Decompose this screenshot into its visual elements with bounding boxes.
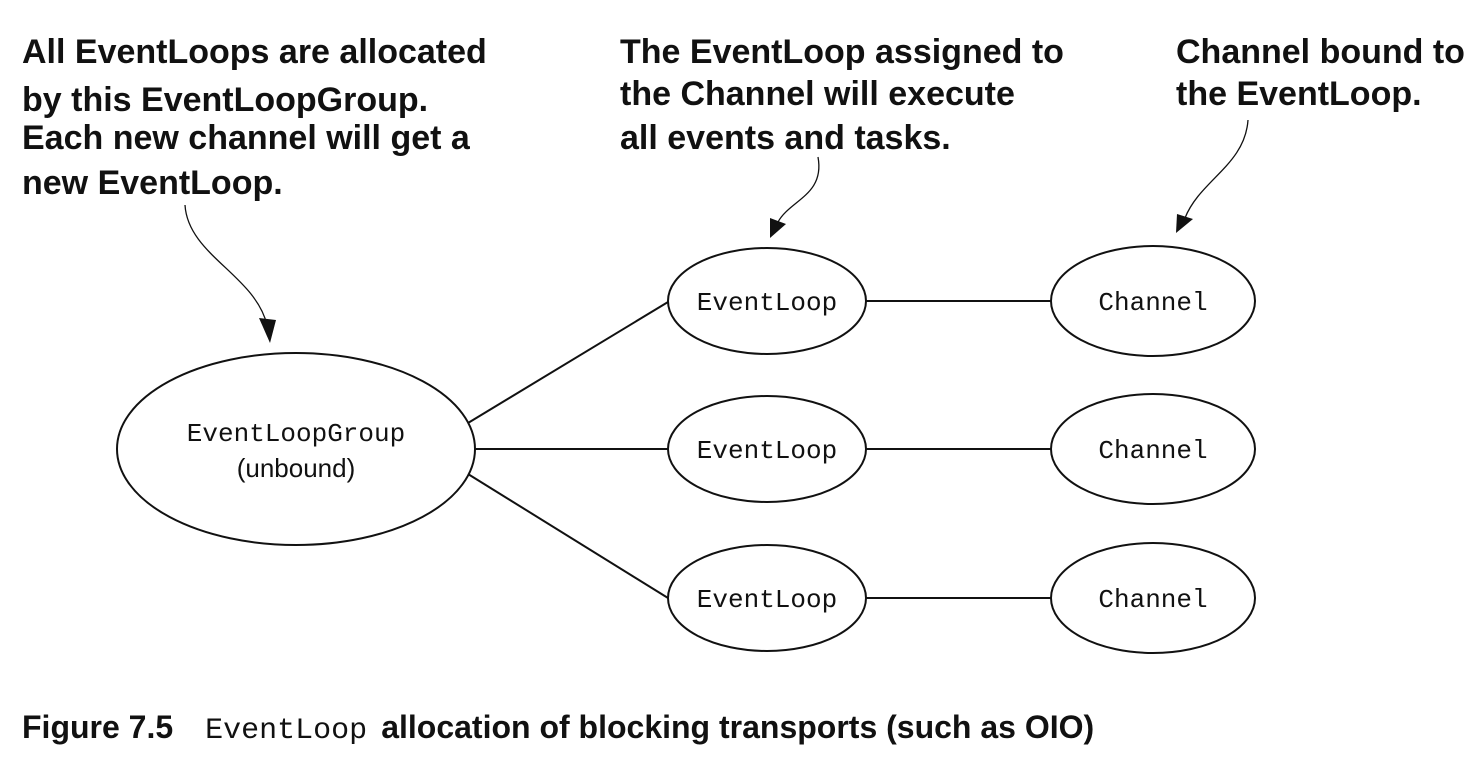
channel-node-3: Channel bbox=[1050, 542, 1256, 654]
annotation-eventloop-line-2: the Channel will execute bbox=[620, 75, 1015, 113]
eventloop-ellipse-3 bbox=[667, 544, 867, 652]
channel-label-3: Channel bbox=[1098, 585, 1207, 615]
annotation-eventloop-line-1: The EventLoop assigned to bbox=[620, 33, 1064, 71]
callout-eventloop-arrowhead bbox=[770, 218, 786, 238]
callout-group-line bbox=[184, 204, 268, 326]
eventloop-ellipse-2 bbox=[667, 395, 867, 503]
annotation-channel-line-2: the EventLoop. bbox=[1176, 75, 1422, 113]
edge-group-eventloop-3 bbox=[467, 473, 669, 599]
eventloop-node-1: EventLoop bbox=[667, 247, 867, 355]
annotation-group-line-3: Each new channel will get a bbox=[22, 119, 471, 157]
eventloop-node-3: EventLoop bbox=[667, 544, 867, 652]
annotation-eventloop-line-3: all events and tasks. bbox=[620, 119, 951, 157]
annotation-group-line-1: All EventLoops are allocated bbox=[22, 33, 487, 71]
eventloopgroup-label: EventLoopGroup bbox=[187, 419, 405, 449]
figure-caption: Figure 7.5 EventLoop allocation of blockin… bbox=[22, 709, 1094, 748]
annotation-channel-line-1: Channel bound to bbox=[1176, 33, 1465, 71]
eventloopgroup-node: EventLoopGroup (unbound) bbox=[116, 352, 476, 546]
caption-figure-number: Figure 7.5 bbox=[22, 709, 173, 745]
channel-node-2: Channel bbox=[1050, 393, 1256, 505]
channel-node-1: Channel bbox=[1050, 245, 1256, 357]
annotation-group-line-4: new EventLoop. bbox=[22, 164, 283, 202]
channel-label-1: Channel bbox=[1098, 288, 1207, 318]
channel-label-2: Channel bbox=[1098, 436, 1207, 466]
eventloop-ellipse-1 bbox=[667, 247, 867, 355]
caption-text: allocation of blocking transports (such … bbox=[381, 709, 1094, 745]
channel-ellipse-3 bbox=[1050, 542, 1256, 654]
eventloopgroup-sublabel: (unbound) bbox=[237, 453, 356, 483]
annotation-group-line-2: by this EventLoopGroup. bbox=[22, 81, 428, 119]
eventloop-label-1: EventLoop bbox=[697, 288, 837, 318]
callout-group-arrowhead bbox=[259, 318, 276, 343]
edge-group-eventloop-1 bbox=[467, 301, 669, 424]
annotation-channel: Channel bound to the EventLoop. bbox=[1176, 33, 1465, 113]
callout-channel-line bbox=[1184, 119, 1249, 219]
callout-channel-arrowhead bbox=[1176, 214, 1193, 233]
annotation-eventloop: The EventLoop assigned to the Channel wi… bbox=[620, 33, 1064, 157]
eventloop-node-2: EventLoop bbox=[667, 395, 867, 503]
eventloop-label-2: EventLoop bbox=[697, 436, 837, 466]
eventloop-label-3: EventLoop bbox=[697, 585, 837, 615]
callout-eventloop-line bbox=[777, 156, 820, 223]
eventloopgroup-ellipse bbox=[116, 352, 476, 546]
channel-ellipse-1 bbox=[1050, 245, 1256, 357]
caption-code: EventLoop bbox=[205, 714, 367, 748]
channel-ellipse-2 bbox=[1050, 393, 1256, 505]
annotation-group: All EventLoops are allocated by this Eve… bbox=[22, 33, 487, 202]
